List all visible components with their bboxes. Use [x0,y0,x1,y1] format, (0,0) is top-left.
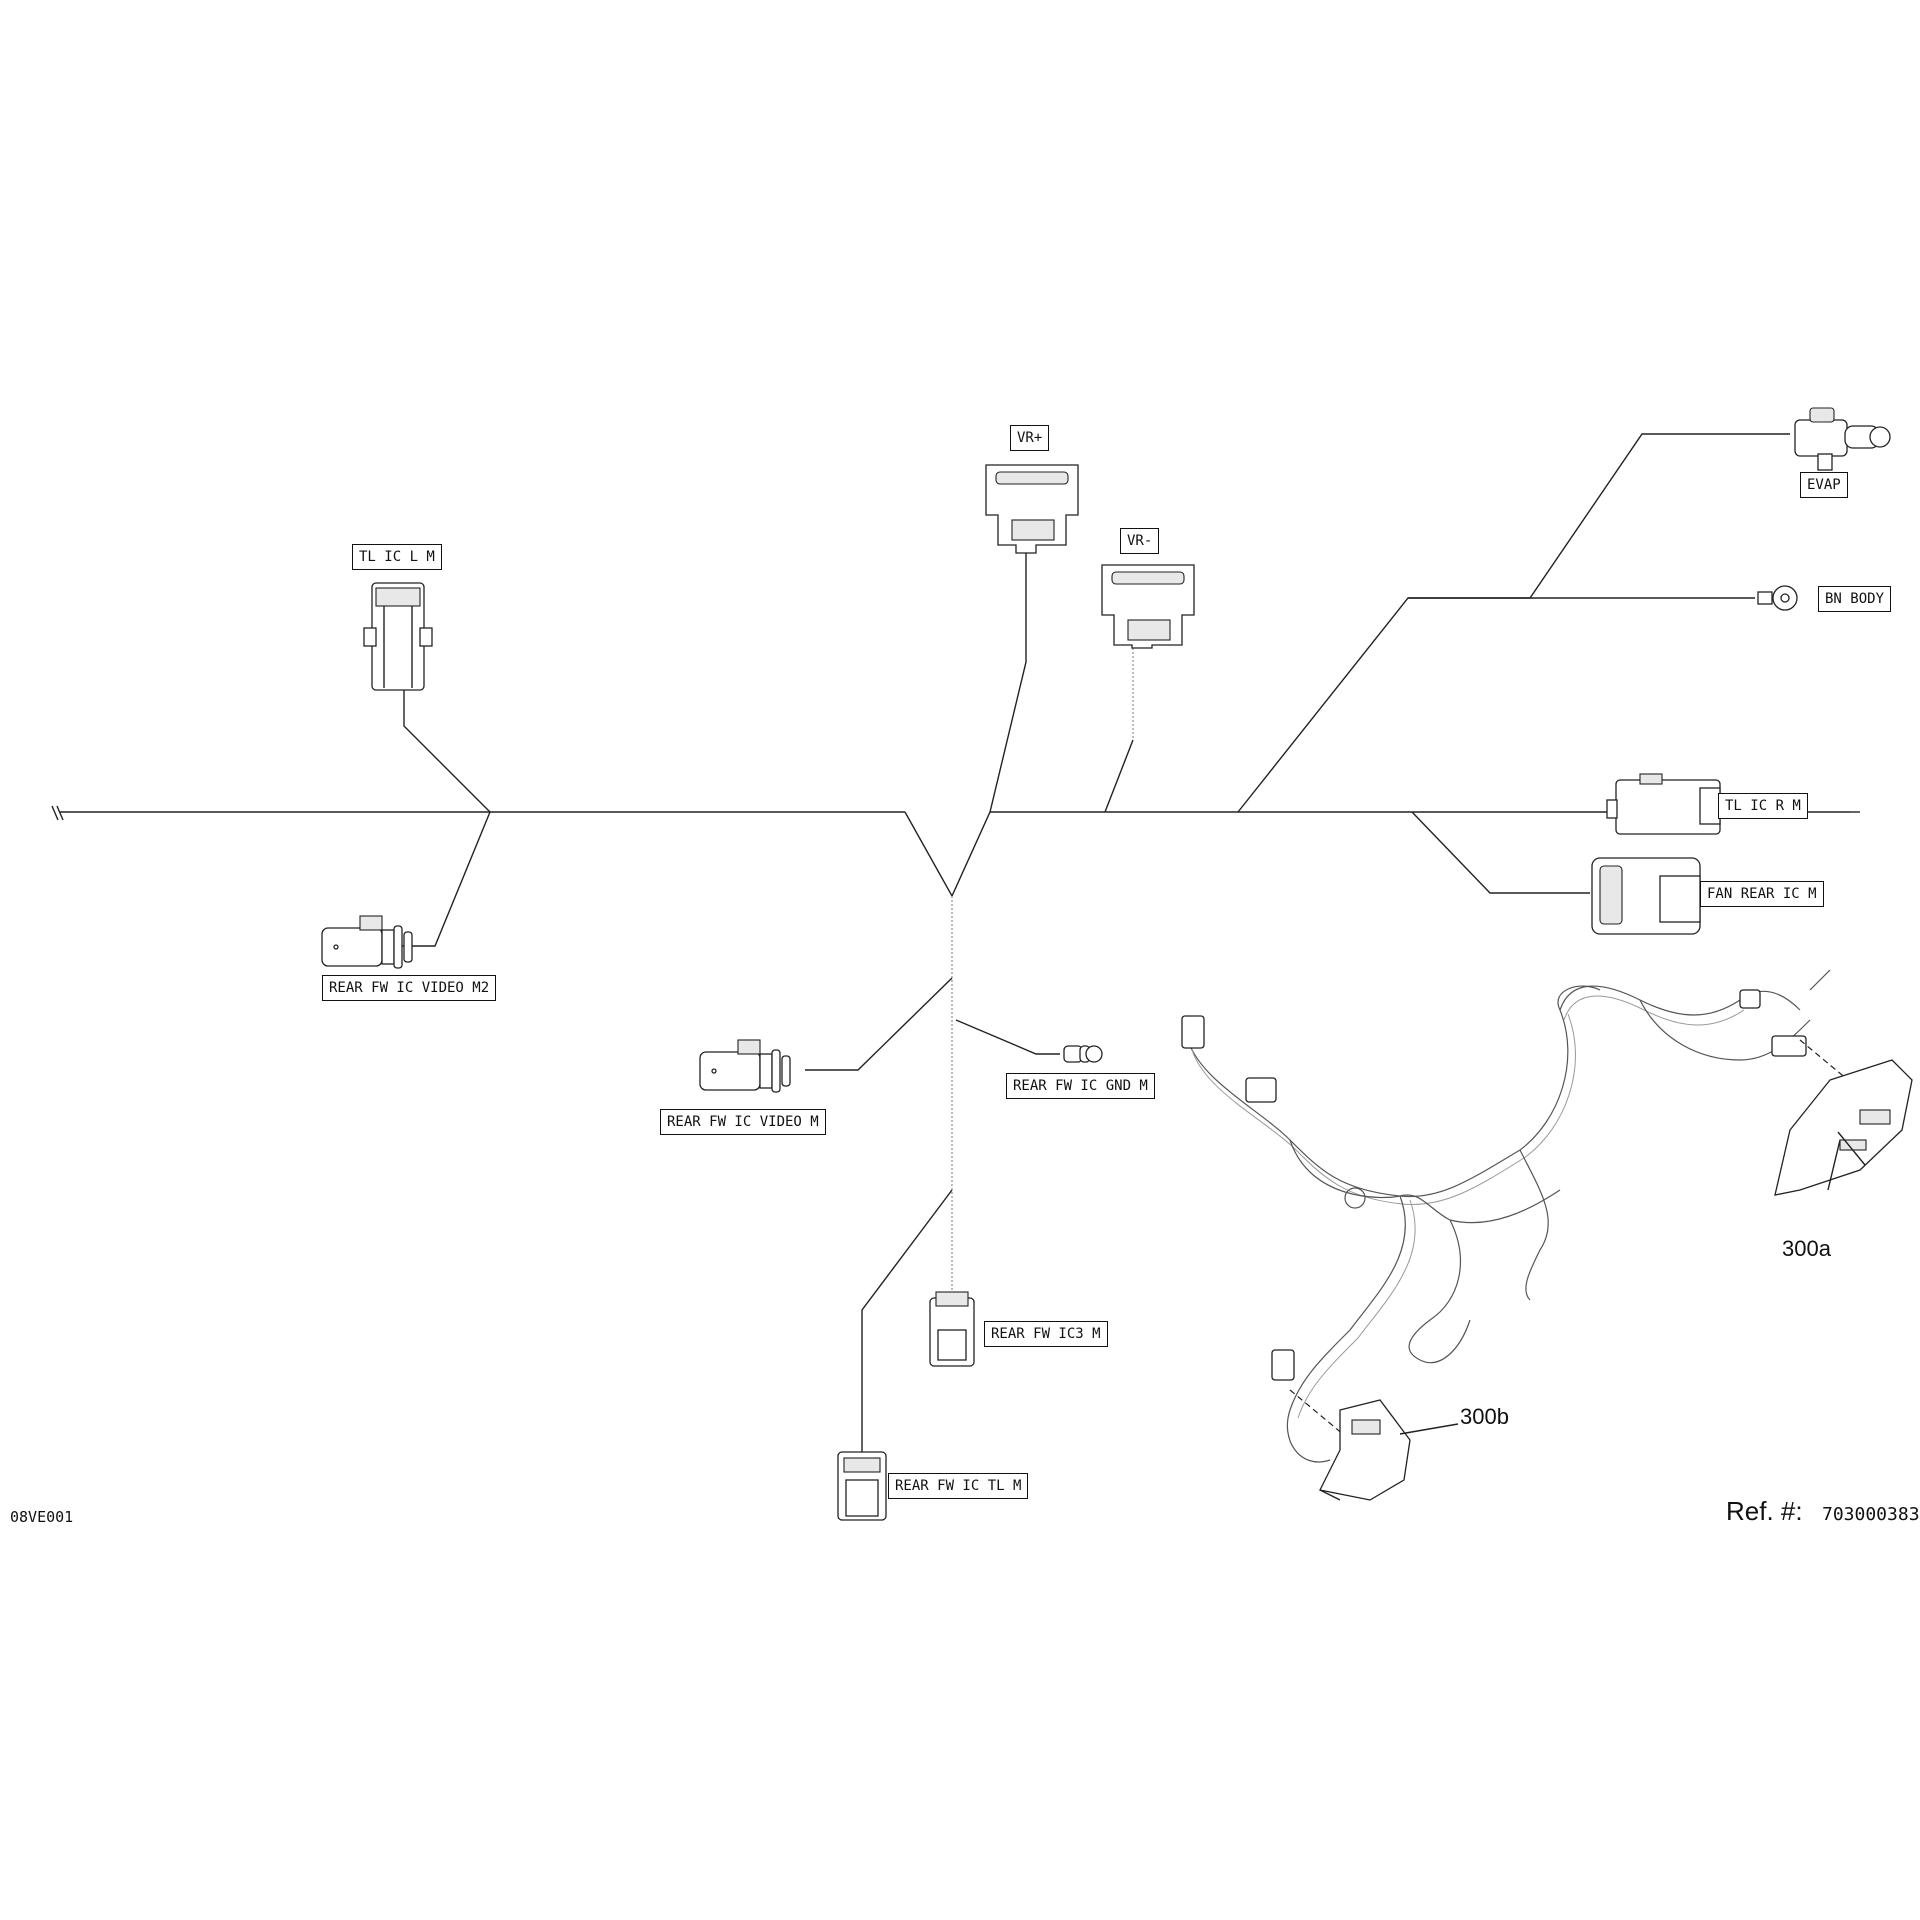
ref-value: 703000383 [1822,1504,1920,1525]
callout-300b: 300b [1460,1404,1509,1429]
connector-bn-body-icon [1757,585,1798,611]
label-rear-fw-ic-video-m: REAR FW IC VIDEO M [660,1109,826,1135]
label-vr-plus: VR+ [1010,425,1050,451]
drawing-code: 08VE001 [10,1508,74,1526]
label-rear-fw-ic3-m: REAR FW IC3 M [984,1321,1108,1347]
connector-tl-ic-r-m-icon [1606,773,1721,835]
label-vr-minus: VR- [1120,528,1160,554]
label-rear-fw-ic-tl-m: REAR FW IC TL M [888,1473,1029,1499]
label-evap: EVAP [1800,472,1848,498]
connector-rear-fw-ic-gnd-m-icon [1063,1045,1103,1063]
label-fan-rear-ic-m: FAN REAR IC M [1700,881,1824,907]
harness-overview-illustration [1181,969,1913,1501]
connector-fan-rear-ic-m-icon [1591,857,1701,935]
callout-300a: 300a [1782,1236,1831,1261]
label-rear-fw-ic-gnd-m: REAR FW IC GND M [1006,1073,1155,1099]
connector-vr-minus-icon [1101,564,1195,649]
label-tl-ic-r-m: TL IC R M [1718,793,1808,819]
connector-vr-plus-icon [985,464,1079,554]
ref-label: Ref. #: [1726,1496,1803,1526]
label-tl-ic-l-m: TL IC L M [352,544,442,570]
connector-rear-fw-ic-tl-m-icon [837,1451,887,1521]
label-rear-fw-ic-video-m2: REAR FW IC VIDEO M2 [322,975,497,1001]
label-bn-body: BN BODY [1818,586,1892,612]
connector-rear-fw-ic-video-m-icon [699,1039,791,1093]
harness-wires [51,433,1860,1452]
connector-evap-icon [1794,407,1891,471]
connector-tl-ic-l-m-icon [363,582,433,691]
connector-rear-fw-ic-video-m2-icon [321,915,413,969]
connector-rear-fw-ic3-m-icon [929,1291,975,1367]
